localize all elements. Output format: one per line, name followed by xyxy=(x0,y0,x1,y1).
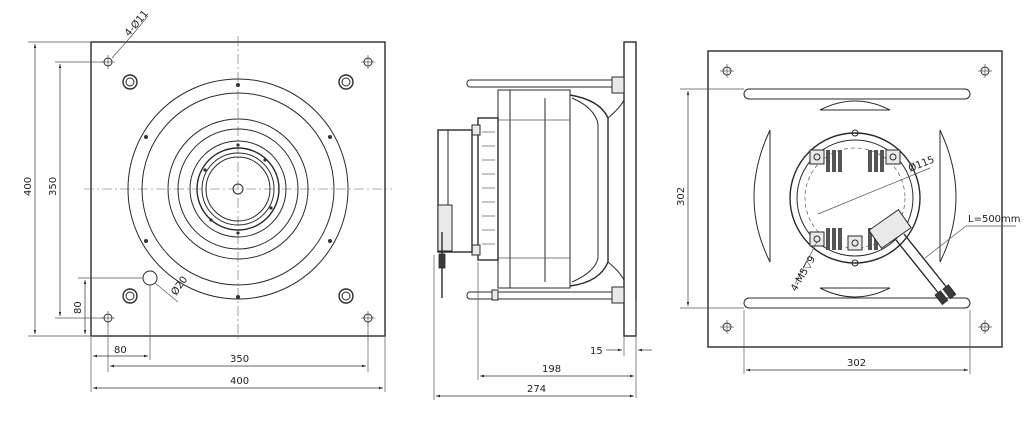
front-ring-5 xyxy=(189,140,287,238)
rear-rail-bottom xyxy=(743,297,971,309)
rear-dim-width: 302 xyxy=(847,358,866,369)
rear-motor-fins xyxy=(826,150,884,250)
front-mount-hole-br xyxy=(361,311,375,325)
rear-motor-plate xyxy=(789,132,921,264)
rear-rail-top xyxy=(743,88,971,100)
front-ring-7 xyxy=(201,152,275,226)
front-corner-boss-tl xyxy=(122,74,138,90)
front-corner-boss-br xyxy=(338,288,354,304)
side-rail-bottom xyxy=(466,291,625,300)
rear-mount-hole-br xyxy=(978,320,992,334)
side-motor-plate xyxy=(477,117,499,261)
rear-mount-hole-bl xyxy=(720,320,734,334)
front-ring-4 xyxy=(177,128,299,250)
front-dim-hole-callout: 4-Ø11 xyxy=(122,8,151,39)
front-center-hole-d20 xyxy=(142,270,158,286)
front-view: Ø20 4-Ø11 400 350 80 80 350 400 xyxy=(23,8,392,392)
side-inlet-cone xyxy=(569,94,609,287)
side-view: 15 198 274 xyxy=(433,41,652,400)
rear-housing-left xyxy=(753,129,771,263)
side-dim-flange: 15 xyxy=(590,346,603,357)
rear-m5-boss-4 xyxy=(847,235,863,251)
side-junction-box xyxy=(437,204,453,252)
front-ring-dots xyxy=(144,83,332,299)
rear-m5-boss-1 xyxy=(809,149,825,165)
side-dim-body: 198 xyxy=(542,364,561,375)
front-ring-6 xyxy=(196,147,280,231)
front-dim-hole-width: 350 xyxy=(230,354,249,365)
front-corner-boss-tr xyxy=(338,74,354,90)
front-dim-bottom-offset: 80 xyxy=(73,301,84,314)
rear-dim-height: 302 xyxy=(676,187,687,206)
front-mount-hole-tr xyxy=(361,55,375,69)
side-flange-plate xyxy=(623,41,637,337)
rear-junction-box xyxy=(868,208,912,250)
rear-plate-outline xyxy=(707,50,1003,348)
front-dim-hole-height: 350 xyxy=(48,177,59,196)
rear-housing-right xyxy=(939,129,957,263)
rear-dim-cable: L=500mm xyxy=(968,214,1021,225)
rear-m5-boss-3 xyxy=(809,231,825,247)
rear-dim-thread: 4-M5▽9 xyxy=(789,254,818,293)
side-rail-top xyxy=(466,79,625,88)
rear-view: Ø115 L=500mm 4-M5▽9 302 302 xyxy=(676,50,1021,374)
rear-m5-boss-2 xyxy=(885,149,901,165)
rear-cable xyxy=(895,239,945,301)
rear-inlet-bottom xyxy=(819,287,891,298)
side-motor-fins xyxy=(482,131,495,245)
front-corner-boss-bl xyxy=(122,288,138,304)
front-dim-overall-height: 400 xyxy=(23,177,34,196)
front-hub xyxy=(232,183,244,195)
side-dim-overall-depth: 274 xyxy=(527,384,546,395)
side-rail-bracket-top xyxy=(611,76,625,94)
rear-mount-hole-tl xyxy=(720,64,734,78)
rear-mount-hole-tr xyxy=(978,64,992,78)
front-dim-left-offset: 80 xyxy=(114,345,127,356)
side-rail-bracket-bottom xyxy=(611,286,625,304)
front-ring-2 xyxy=(141,92,335,286)
front-dim-overall-width: 400 xyxy=(230,376,249,387)
side-motor-body xyxy=(437,129,473,253)
front-ring-8 xyxy=(205,156,271,222)
front-ring-3 xyxy=(167,118,309,260)
rear-inlet-top xyxy=(819,100,891,111)
